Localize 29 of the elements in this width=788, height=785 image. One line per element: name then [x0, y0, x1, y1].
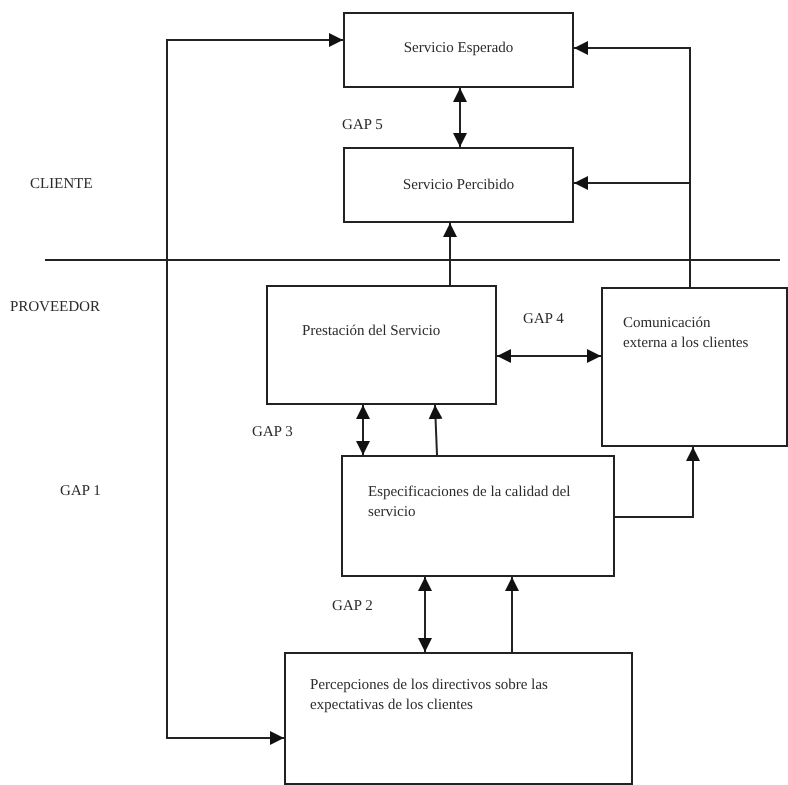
arrow [505, 577, 519, 652]
box-label: Prestación del Servicio [302, 322, 442, 341]
section-label: CLIENTE [30, 176, 92, 193]
arrow [428, 404, 443, 456]
gap-label: GAP 4 [523, 311, 564, 328]
gap-label: GAP 1 [60, 483, 101, 500]
gap-label: GAP 5 [342, 117, 383, 134]
gap-label: GAP 3 [252, 424, 293, 441]
arrow [497, 349, 601, 363]
arrow [356, 405, 370, 455]
arrow [166, 33, 343, 745]
section-label: PROVEEDOR [10, 299, 100, 316]
box-label: Servicio Esperado [402, 39, 514, 58]
process-box [341, 455, 615, 577]
box-label: Comunicación externa a los clientes [623, 314, 750, 352]
box-label: Especificaciones de la calidad del servicio [368, 483, 572, 522]
process-box [343, 147, 574, 223]
process-box [343, 12, 574, 88]
process-box [601, 287, 788, 447]
arrow [453, 88, 467, 147]
arrow [615, 447, 700, 518]
process-box [284, 652, 633, 785]
box-label: Servicio Percibido [402, 176, 516, 195]
arrow [443, 223, 457, 285]
process-box [266, 285, 497, 405]
gap-label: GAP 2 [332, 598, 373, 615]
arrow [418, 577, 432, 652]
box-label: Percepciones de los directivos sobre las expectativas de los clientes [310, 676, 549, 714]
arrow [574, 176, 691, 287]
